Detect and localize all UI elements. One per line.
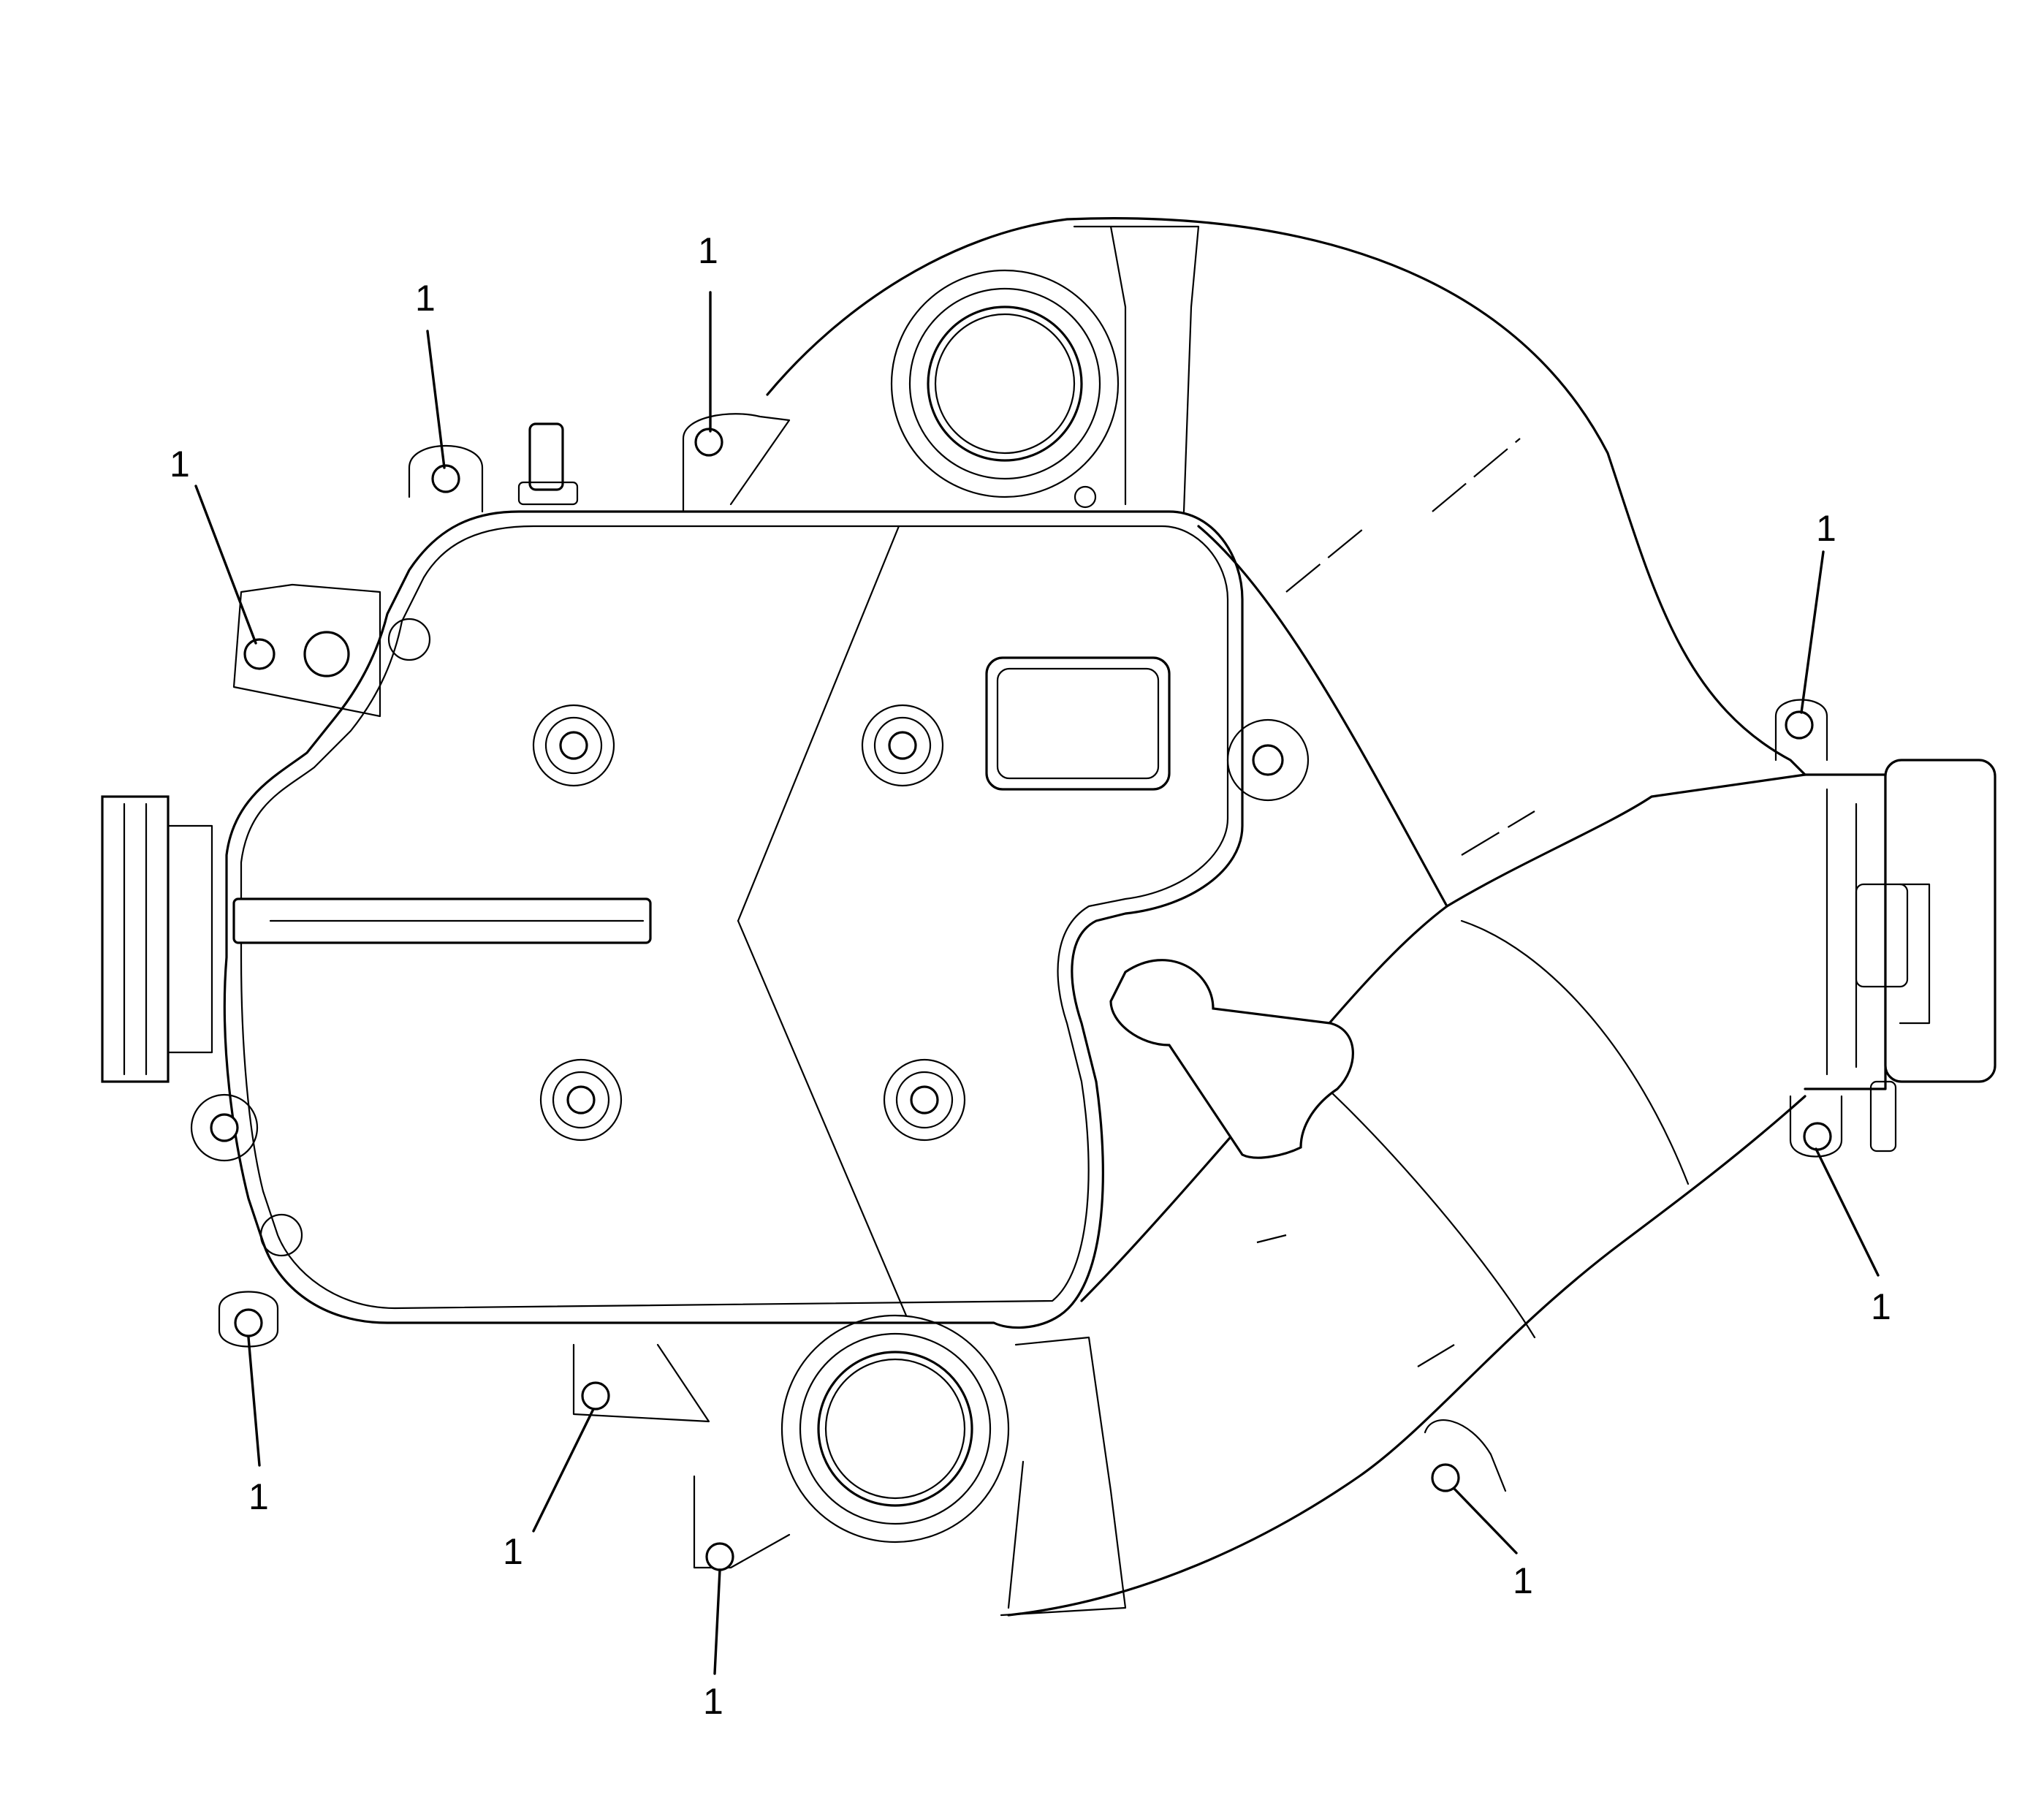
mount-lug-left-middle <box>190 1093 259 1162</box>
mount-lug-right-upper <box>1774 699 1828 762</box>
leader-c8 <box>713 1568 721 1675</box>
leader-c6 <box>247 1336 261 1467</box>
boss-upper-left <box>532 704 615 787</box>
lower-port-neck <box>1000 1336 1127 1617</box>
sensor-port-inner <box>996 667 1160 780</box>
vacuum-nipple-base <box>517 481 579 506</box>
leader-c9 <box>1453 1487 1518 1554</box>
boss-plenum-right <box>1226 718 1310 802</box>
plug-top-center <box>1074 485 1097 509</box>
mount-lug-upper-left-b <box>408 444 484 513</box>
mount-lug-lower-left <box>218 1291 279 1348</box>
callout-label-9: 1 <box>1513 1560 1533 1601</box>
mount-lug-right-lower <box>1789 1095 1843 1158</box>
mount-lug-upper-left-a <box>232 583 381 718</box>
boss-upper-right <box>861 704 944 787</box>
throttle-connector <box>1855 883 1909 988</box>
right-throttle-body <box>1804 773 1887 1090</box>
throttle-pipe <box>1869 1080 1897 1153</box>
callout-label-2: 1 <box>415 278 436 319</box>
leader-c2 <box>426 330 446 469</box>
runner-section-line-4 <box>1256 1234 1287 1244</box>
leader-c7 <box>532 1408 595 1533</box>
lower-intake-port <box>780 1314 1010 1544</box>
right-flange-plate <box>1884 759 1996 1083</box>
leader-c4 <box>1800 550 1825 714</box>
vacuum-nipple <box>528 422 564 491</box>
runner-crossover-upper <box>1197 525 1806 908</box>
plenum-divider-upper <box>737 525 900 922</box>
runner-section-line-1 <box>1285 525 1367 593</box>
upper-port-neck <box>1073 225 1200 513</box>
mount-lug-upper-center <box>682 413 791 513</box>
runner-section-line-2 <box>1432 438 1521 512</box>
mount-lug-lower-center-b <box>693 1475 791 1571</box>
boss-lower-right <box>883 1058 966 1142</box>
runner-section-line-3 <box>1461 810 1535 856</box>
callout-label-8: 1 <box>703 1681 723 1722</box>
plug-lower-left <box>259 1213 303 1257</box>
boss-lower-left <box>539 1058 623 1142</box>
leader-c5 <box>1815 1147 1880 1277</box>
callout-label-3: 1 <box>698 230 718 271</box>
leader-c1 <box>194 485 257 645</box>
upper-runner-shell <box>766 217 1806 776</box>
runner-section-line-5 <box>1417 1344 1455 1367</box>
callout-label-7: 1 <box>503 1531 523 1572</box>
sensor-port-outer <box>985 656 1171 791</box>
runner-inner-line-1 <box>1460 919 1690 1185</box>
plenum-body <box>223 510 1244 1329</box>
plug-upper-left <box>387 618 431 661</box>
left-flange-plate <box>101 795 170 1083</box>
plenum-divider-lower <box>737 919 908 1317</box>
callout-label-5: 1 <box>1871 1286 1891 1327</box>
left-flange-step <box>167 824 213 1054</box>
callout-label-6: 1 <box>248 1476 269 1517</box>
callout-label-4: 1 <box>1816 508 1836 549</box>
lower-runner-shell <box>1007 1095 1806 1617</box>
callout-label-1: 1 <box>170 444 190 485</box>
keyhole-feature <box>1109 959 1354 1159</box>
left-flange-inner <box>123 802 148 1076</box>
plenum-inner-edge <box>240 525 1229 1310</box>
upper-intake-port <box>890 269 1120 498</box>
mount-lug-lower-right <box>1424 1419 1507 1492</box>
mount-lug-lower-center-a <box>572 1343 710 1423</box>
